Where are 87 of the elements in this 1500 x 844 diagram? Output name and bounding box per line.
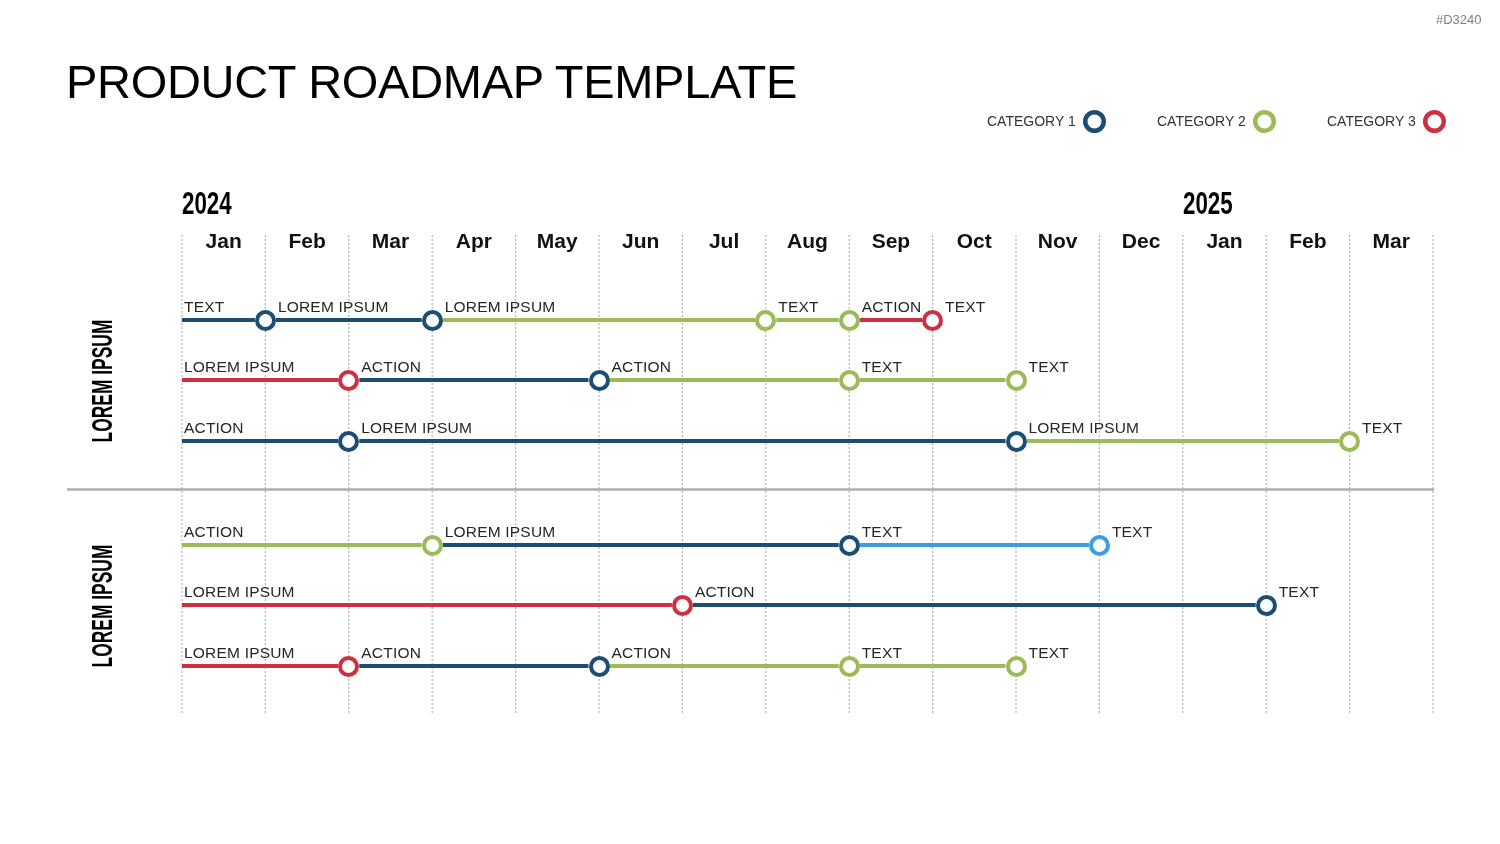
timeline-segment <box>182 664 339 668</box>
month-label: Jul <box>708 230 740 251</box>
year-label: 2024 <box>182 188 232 219</box>
timeline-segment <box>859 318 923 322</box>
edge-label: TEXT <box>778 299 819 315</box>
edge-label: LOREM IPSUM <box>184 584 295 600</box>
timeline-segment <box>359 664 589 668</box>
timeline-segment <box>182 543 422 547</box>
timeline-segment <box>275 318 422 322</box>
milestone-ring <box>671 594 693 616</box>
milestone-ring <box>338 655 360 677</box>
edge-label: ACTION <box>184 524 244 540</box>
month-label: Nov <box>1037 230 1078 251</box>
edge-label: ACTION <box>361 359 422 375</box>
month-label: Feb <box>288 230 326 251</box>
month-label: Mar <box>371 230 410 251</box>
milestone-ring <box>254 309 276 331</box>
edge-label: LOREM IPSUM <box>277 299 389 315</box>
milestone-ring <box>588 655 610 677</box>
milestone-label: TEXT <box>945 299 986 315</box>
title: PRODUCT ROADMAP TEMPLATE <box>66 58 797 105</box>
milestone-ring <box>838 655 860 677</box>
timeline-segment <box>859 543 1089 547</box>
edge-label: TEXT <box>861 524 903 540</box>
month-label: Oct <box>956 230 992 251</box>
edge-label: TEXT <box>861 359 903 375</box>
edge-label: LOREM IPSUM <box>184 359 295 375</box>
timeline-segment <box>182 318 255 322</box>
edge-label: ACTION <box>361 645 422 661</box>
timeline-segment <box>609 664 839 668</box>
legend-label: CATEGORY 2 <box>1157 114 1246 128</box>
month-label: Jan <box>1206 230 1243 251</box>
milestone-ring <box>421 309 443 331</box>
milestone-label: TEXT <box>1278 584 1320 600</box>
section-label: LOREM IPSUM <box>87 319 117 443</box>
timeline-segment <box>609 378 839 382</box>
month-label: Mar <box>1372 230 1410 251</box>
milestone-ring <box>1005 430 1027 452</box>
month-label: Feb <box>1289 230 1327 251</box>
timeline-segment <box>182 439 339 443</box>
edge-label: ACTION <box>611 359 672 375</box>
timeline-segment <box>776 318 839 322</box>
timeline-segment <box>182 378 339 382</box>
timeline-segment <box>359 439 1006 443</box>
timeline-segment <box>692 603 1256 607</box>
edge-label: ACTION <box>611 645 672 661</box>
month-label: Aug <box>787 230 828 251</box>
timeline-segment <box>359 378 589 382</box>
timeline-segment <box>442 543 839 547</box>
milestone-ring <box>755 309 777 331</box>
milestone-ring <box>338 430 360 452</box>
section-label: LOREM IPSUM <box>87 544 117 668</box>
template-id: #D3240 <box>1436 13 1482 26</box>
timeline-segment <box>182 603 672 607</box>
month-label: Jun <box>622 230 660 251</box>
legend-label: CATEGORY 3 <box>1327 114 1416 128</box>
milestone-ring <box>838 309 860 331</box>
edge-label: LOREM IPSUM <box>184 645 295 661</box>
milestone-label: TEXT <box>1028 359 1069 375</box>
milestone-ring <box>421 534 443 556</box>
edge-label: ACTION <box>694 584 755 600</box>
milestone-ring <box>838 369 860 391</box>
milestone-ring <box>588 369 610 391</box>
edge-label: TEXT <box>184 299 225 315</box>
milestone-label: TEXT <box>1028 645 1069 661</box>
edge-label: ACTION <box>861 299 922 315</box>
edge-label: LOREM IPSUM <box>444 299 556 315</box>
month-label: May <box>536 230 578 251</box>
milestone-ring <box>338 369 360 391</box>
timeline-segment <box>859 664 1006 668</box>
timeline-segment <box>1026 439 1340 443</box>
month-label: Dec <box>1121 230 1161 251</box>
edge-label: ACTION <box>184 420 244 436</box>
month-label: Sep <box>871 230 911 251</box>
edge-label: TEXT <box>861 645 903 661</box>
edge-label: LOREM IPSUM <box>444 524 556 540</box>
milestone-label: TEXT <box>1111 524 1153 540</box>
year-label: 2025 <box>1182 188 1233 219</box>
month-label: Apr <box>455 230 492 251</box>
month-label: Jan <box>205 230 242 251</box>
edge-label: LOREM IPSUM <box>361 420 472 436</box>
milestone-ring <box>838 534 860 556</box>
edge-label: LOREM IPSUM <box>1028 420 1140 436</box>
timeline-segment <box>859 378 1006 382</box>
milestone-label: TEXT <box>1362 420 1403 436</box>
legend-label: CATEGORY 1 <box>987 114 1076 128</box>
timeline-segment <box>442 318 756 322</box>
